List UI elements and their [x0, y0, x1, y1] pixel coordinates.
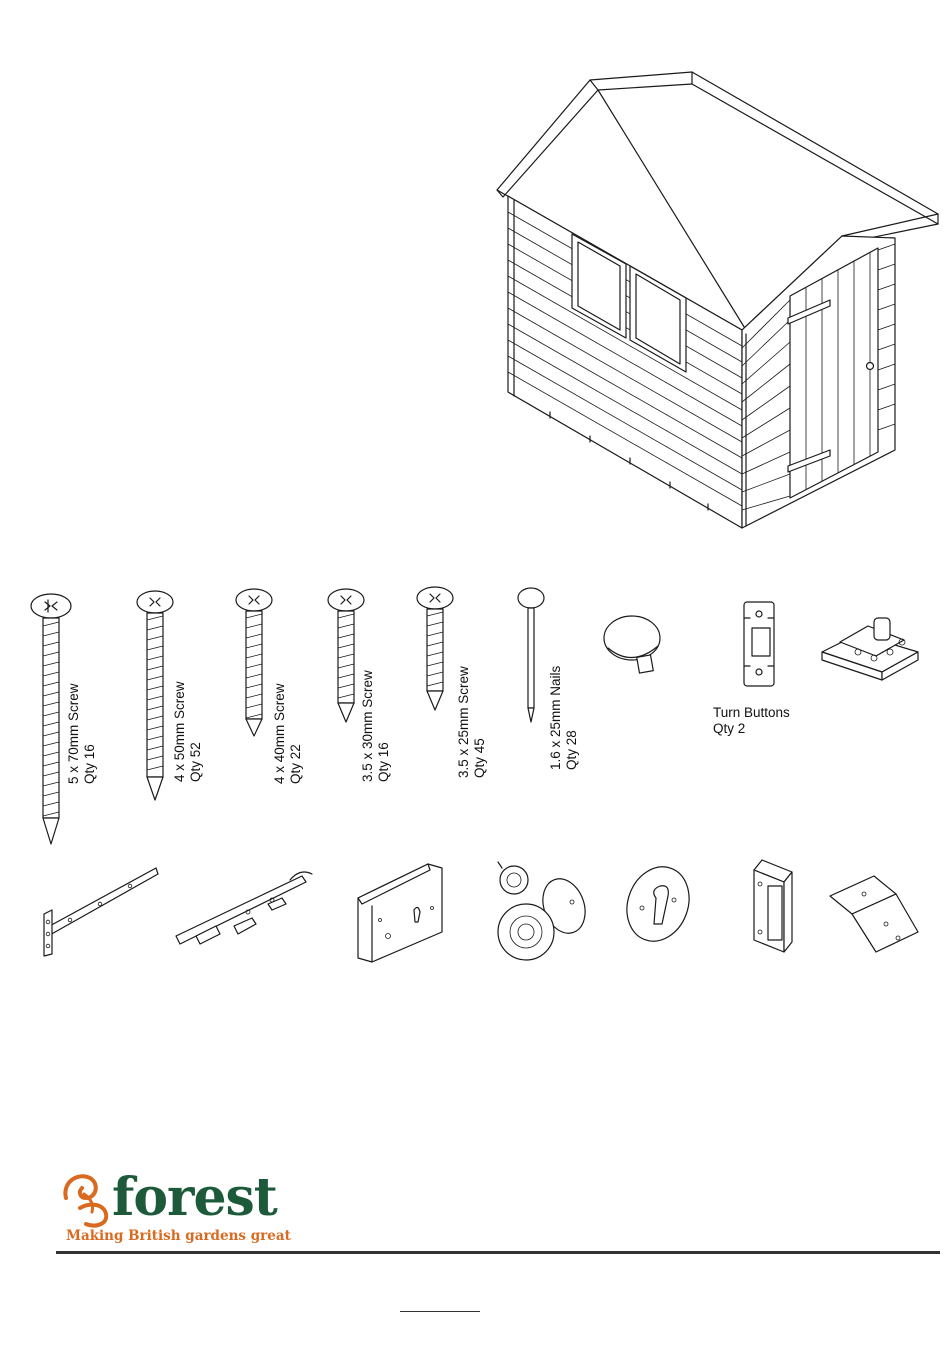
page-number-rule [400, 1311, 480, 1312]
screw-size: 3.5 x 30mm Screw [360, 670, 376, 782]
rim-lock-icon [352, 858, 448, 964]
nail-icon [514, 586, 548, 724]
screw-4x40-label: 4 x 40mm Screw Qty 22 [272, 683, 304, 784]
screw-qty: Qty 22 [288, 683, 304, 784]
nail-size: 1.6 x 25mm Nails [548, 666, 564, 770]
turn-button-icon [740, 598, 780, 690]
screw-3.5x25-icon [414, 586, 458, 712]
screw-5x70-label: 5 x 70mm Screw Qty 16 [66, 683, 98, 784]
casement-stay-icon [172, 866, 320, 952]
squirrel-logo-icon [56, 1168, 112, 1230]
screw-qty: Qty 45 [472, 666, 488, 778]
door-knob-icon [494, 860, 590, 966]
screw-size: 5 x 70mm Screw [66, 683, 82, 784]
screw-size: 3.5 x 25mm Screw [456, 666, 472, 778]
turn-buttons-qty: Qty 2 [713, 721, 790, 737]
screw-size: 4 x 40mm Screw [272, 683, 288, 784]
apex-shed-illustration [0, 0, 950, 560]
screw-4x40-icon [233, 588, 277, 738]
nail-qty: Qty 28 [564, 666, 580, 770]
turn-buttons-label: Turn Buttons Qty 2 [713, 705, 790, 737]
brand-tagline: Making British gardens great [66, 1228, 291, 1244]
footer-divider [56, 1251, 940, 1254]
screw-4x50-label: 4 x 50mm Screw Qty 52 [172, 681, 204, 782]
round-stud-icon [602, 612, 662, 678]
screw-size: 4 x 50mm Screw [172, 681, 188, 782]
butt-hinge-icon [818, 612, 924, 690]
screw-3.5x25-label: 3.5 x 25mm Screw Qty 45 [456, 666, 488, 778]
turn-buttons-name: Turn Buttons [713, 705, 790, 721]
angle-bracket-icon [826, 872, 922, 958]
lock-keep-icon [748, 856, 798, 956]
nail-label: 1.6 x 25mm Nails Qty 28 [548, 666, 580, 770]
screw-qty: Qty 16 [376, 670, 392, 782]
brand-wordmark: forest [112, 1168, 277, 1228]
screw-3.5x30-label: 3.5 x 30mm Screw Qty 16 [360, 670, 392, 782]
screw-qty: Qty 52 [188, 681, 204, 782]
tee-hinge-icon [40, 864, 162, 960]
screw-qty: Qty 16 [82, 683, 98, 784]
escutcheon-icon [622, 862, 694, 946]
